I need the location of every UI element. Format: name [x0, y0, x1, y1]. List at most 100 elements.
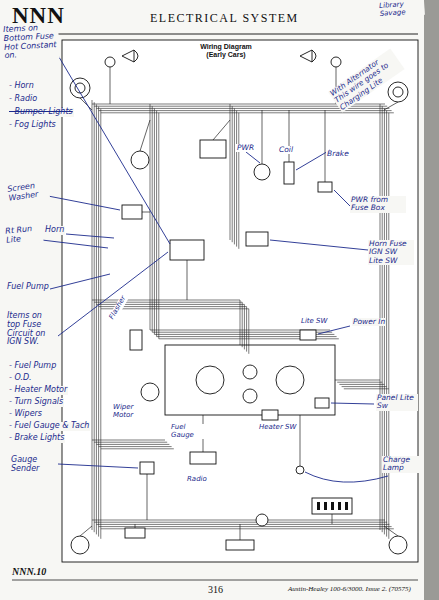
components [70, 50, 408, 554]
head-lamp [75, 83, 85, 93]
harness-wire [101, 112, 394, 113]
branch-wire [140, 120, 150, 151]
harness-wire [150, 104, 330, 330]
distributor [254, 164, 270, 180]
handwritten-note: Horn Fuse IGN SW Lite SW [368, 240, 414, 265]
dashboard [165, 345, 335, 415]
handwritten-label: Coil [278, 146, 294, 154]
handwritten-note: Screen Washer [6, 180, 50, 203]
harness-wire [94, 522, 387, 523]
wire-harness [80, 67, 398, 540]
diagram-title: Wiring Diagram (Early Cars) [196, 43, 256, 58]
handwritten-note: Panel Lite Sw [376, 394, 418, 411]
harness-wire [99, 446, 172, 447]
page-heading: ELECTRICAL SYSTEM [150, 12, 299, 25]
horn-symbol [300, 50, 316, 62]
harness-wire [98, 107, 99, 537]
harness-wire [154, 108, 334, 334]
harness-wire [101, 309, 249, 354]
panel-switch [315, 398, 329, 408]
handwritten-note: - Heater Motor [8, 386, 68, 395]
radio [190, 452, 216, 464]
speedometer [276, 366, 304, 394]
handwritten-note: - Turn Signals [8, 398, 64, 407]
wiper-motor [141, 383, 159, 401]
head-lamp [388, 82, 408, 102]
fuse-box [170, 240, 204, 260]
regulator [200, 140, 226, 158]
handwritten-label: Radio [186, 476, 208, 484]
harness-wire [232, 106, 233, 242]
harness-wire [99, 110, 392, 111]
harness-wire [96, 104, 97, 534]
charge-lamp [296, 466, 304, 474]
handwritten-note: - Horn [8, 82, 35, 91]
handwritten-note: Gauge Sender [10, 456, 58, 474]
page-number: 316 [208, 584, 223, 595]
page-code: NNN.10 [12, 566, 46, 577]
harness-wire [96, 524, 389, 525]
harness-wire [92, 520, 385, 521]
harness-wire [230, 104, 231, 240]
harness-wire [157, 111, 337, 337]
handwritten-note: Library Savage [378, 0, 425, 18]
handwritten-note: - Fuel Gauge & Tach [8, 422, 90, 431]
diagram-frame [62, 40, 418, 562]
tail-lamp [389, 536, 407, 554]
handwritten-label: PWR [236, 144, 255, 152]
brake-switch [318, 182, 332, 192]
relay [246, 232, 268, 246]
handwritten-note: With Alternator This wire goes to Chargi… [328, 48, 404, 112]
leader-lines [42, 52, 388, 482]
harness-wire [238, 113, 239, 249]
handwritten-note: - Fuel Pump [8, 362, 57, 371]
tail-lamp [71, 536, 89, 554]
harness-wire [100, 109, 101, 539]
handwritten-note: - Radio [8, 95, 38, 104]
branch-wire [135, 524, 136, 528]
handwritten-note: Horn [44, 226, 65, 235]
harness-wire [94, 442, 167, 443]
number-plate-lamp [226, 540, 254, 550]
branch-wire [384, 102, 398, 110]
tachometer [196, 366, 224, 394]
harness-wire [92, 440, 165, 441]
horn-symbol [122, 50, 138, 62]
handwritten-label: Wiper Motor [112, 404, 148, 419]
branch-wire [147, 474, 148, 520]
branch-wire [384, 526, 398, 536]
gauge-sender [140, 462, 154, 474]
branch-wire [213, 120, 230, 140]
handwritten-note: Rt Run Lite [4, 224, 44, 245]
handwritten-note: PWR from Fuse Box [350, 196, 406, 213]
harness-wire [152, 106, 332, 332]
branch-wire [240, 524, 241, 540]
flasher-unit [130, 330, 142, 350]
harness-wire [94, 102, 95, 532]
branch-wire [142, 212, 150, 213]
screen-washer [122, 205, 142, 219]
harness-wire [96, 444, 169, 445]
branch-wire [80, 526, 92, 536]
branch-wire [187, 260, 188, 300]
harness-wire [236, 111, 237, 247]
oil-gauge [243, 389, 257, 403]
reverse-lamp [125, 528, 145, 538]
handwritten-label: Flasher [108, 294, 128, 322]
harness-wire [388, 113, 389, 539]
header-rule [12, 34, 418, 35]
light-switch [300, 330, 316, 340]
branch-wire [80, 98, 92, 110]
binding-shadow [424, 0, 439, 600]
harness-wire [339, 384, 384, 385]
footer-rule [12, 580, 418, 581]
book-reference: Austin-Healey 100-6/3000. Issue 2. (7057… [288, 586, 411, 594]
handwritten-label: Lite SW [300, 318, 329, 326]
fuel-pump [256, 514, 268, 526]
handwritten-note: - Brake Lights [8, 434, 65, 443]
branch-wire [325, 110, 326, 182]
harness-wire [380, 104, 381, 530]
handwritten-note: - Bumper Lights [8, 108, 74, 117]
heater-switch [262, 410, 278, 420]
